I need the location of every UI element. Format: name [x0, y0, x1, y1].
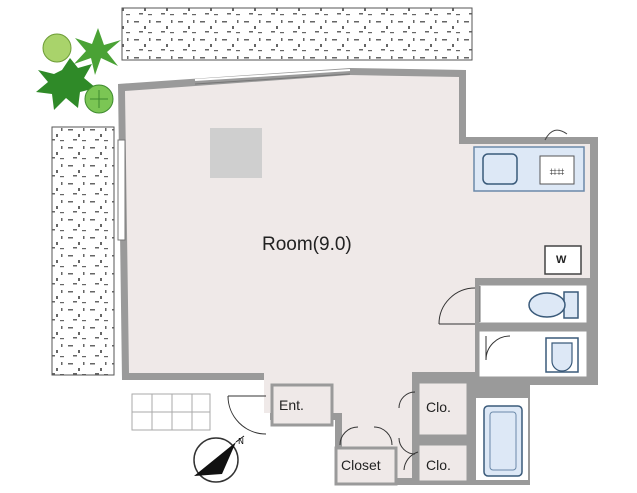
closet-upper-label: Clo. — [426, 399, 451, 415]
north-compass-icon: N — [193, 435, 245, 483]
vent-arc — [544, 129, 568, 141]
plant-icon — [36, 28, 121, 114]
entry-steps — [131, 393, 211, 431]
washroom — [476, 328, 590, 380]
stove-burner-icon: ⌗⌗ — [539, 155, 575, 185]
room-label: Room(9.0) — [262, 234, 352, 255]
door-swing-toilet — [438, 287, 476, 325]
bathtub-icon — [483, 405, 523, 477]
closet-lower — [416, 442, 470, 484]
ceiling-panel — [210, 128, 262, 178]
kitchen-counter: ⌗⌗ — [473, 146, 585, 192]
window-top — [194, 69, 351, 85]
sink-icon — [482, 153, 518, 185]
garden-strip-left — [51, 126, 115, 376]
washer-space — [544, 245, 582, 275]
closet-upper — [416, 380, 470, 438]
closet-main-label: Closet — [341, 457, 381, 473]
svg-text:N: N — [238, 437, 244, 446]
toilet-icon — [528, 291, 579, 319]
closet-lower-label: Clo. — [426, 457, 451, 473]
entrance-label: Ent. — [279, 397, 304, 413]
entrance-door-swing — [227, 395, 267, 435]
washbasin-icon — [545, 337, 579, 373]
window-left — [117, 139, 126, 241]
entrance-area — [270, 383, 334, 427]
closet-main — [334, 446, 398, 486]
garden-strip-top — [121, 7, 473, 61]
washer-label: W — [556, 254, 567, 266]
toilet-room — [476, 282, 590, 326]
svg-text:⌗⌗: ⌗⌗ — [550, 165, 565, 180]
bathroom — [476, 398, 528, 480]
closet-door-swings — [339, 391, 419, 471]
